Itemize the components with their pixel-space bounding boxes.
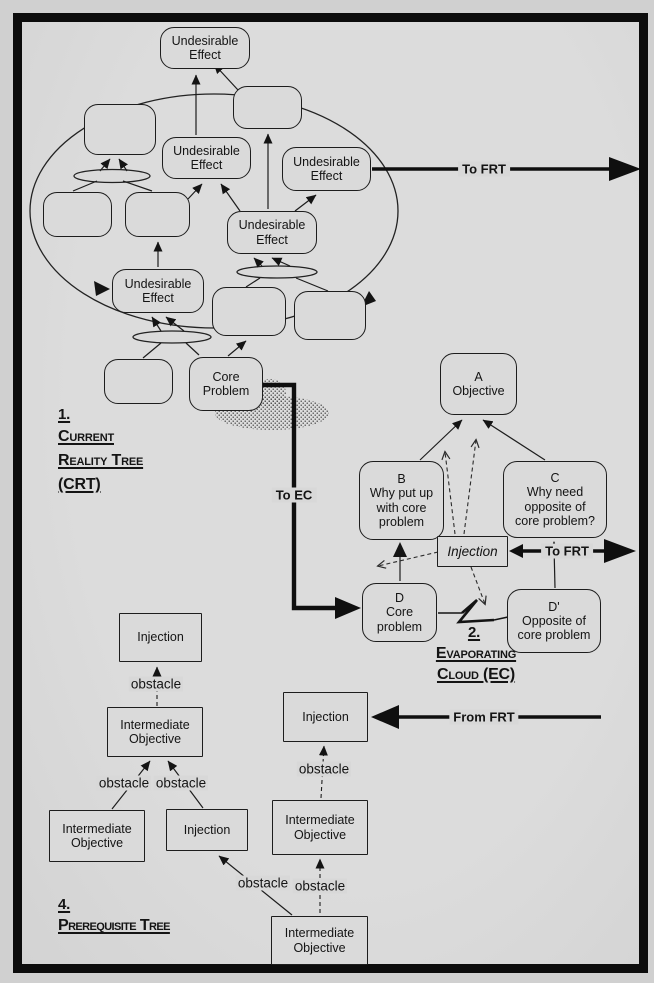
ec-a-objective-box: A Objective: [440, 353, 517, 415]
ec-section-number: 2.: [467, 624, 481, 641]
and-connector-ellipse: [73, 168, 151, 184]
crt-ue-lower-box: Undesirable Effect: [112, 269, 204, 313]
obstacle-label: obstacle: [153, 775, 209, 791]
prt-injection-left-box: Injection: [119, 613, 202, 662]
obstacle-label: obstacle: [96, 775, 152, 791]
crt-blank-box: [233, 86, 302, 129]
to-ec-label: To EC: [271, 487, 317, 503]
ec-c-box: C Why need opposite of core problem?: [503, 461, 607, 538]
prt-injection-center-box: Injection: [166, 809, 248, 851]
obstacle-label: obstacle: [292, 878, 348, 894]
crt-section-title-line3: (CRT): [58, 476, 101, 493]
conflict-zigzag: [438, 599, 509, 624]
crt-loop-arrowhead-left: [94, 281, 110, 296]
crt-section-title-line1: Current: [58, 428, 114, 445]
ec-section-title-line2: Cloud (EC): [436, 666, 516, 683]
obstacle-label: obstacle: [235, 875, 291, 891]
crt-section-number: 1.: [58, 406, 71, 423]
crt-core-problem-box: Core Problem: [189, 357, 263, 411]
crt-arrows: [72, 63, 329, 359]
prt-injection-right-box: Injection: [283, 692, 368, 742]
crt-blank-box: [43, 192, 112, 237]
ec-d-box: D Core problem: [362, 583, 437, 642]
and-connector-ellipse: [132, 330, 212, 344]
prt-intermediate-objective-left-box: Intermediate Objective: [107, 707, 203, 757]
ec-d-to-b-arrowhead: [393, 542, 407, 557]
ec-d-prime-box: D' Opposite of core problem: [507, 589, 601, 653]
to-frt-label-ec: To FRT: [541, 543, 593, 559]
prt-intermediate-objective-bottomleft-box: Intermediate Objective: [49, 810, 145, 862]
crt-ue-right-box: Undesirable Effect: [282, 147, 371, 191]
crt-ue-top-box: Undesirable Effect: [160, 27, 250, 69]
crt-blank-box: [104, 359, 173, 404]
crt-ue-center-box: Undesirable Effect: [227, 211, 317, 254]
crt-section-title-line2: Reality Tree: [58, 452, 144, 469]
crt-blank-box: [212, 287, 286, 336]
crt-blank-box: [294, 291, 366, 340]
and-connector-ellipse: [236, 265, 318, 279]
crt-ue-mid-box: Undesirable Effect: [162, 137, 251, 179]
prt-section-title: Prerequisite Tree: [58, 917, 170, 934]
obstacle-label: obstacle: [128, 676, 184, 692]
to-frt-label-crt: To FRT: [458, 161, 510, 177]
obstacle-label: obstacle: [296, 761, 352, 777]
prt-intermediate-objective-bottom-box: Intermediate Objective: [271, 916, 368, 965]
ec-section-title-line1: Evaporating: [435, 645, 517, 662]
from-frt-label: From FRT: [449, 709, 519, 725]
crt-blank-box: [84, 104, 156, 155]
crt-blank-box: [125, 192, 190, 237]
ec-injection-dashed-arrows: [378, 440, 485, 604]
prt-section-number: 4.: [58, 896, 71, 913]
ec-injection-box: Injection: [437, 536, 508, 567]
prt-intermediate-objective-right-box: Intermediate Objective: [272, 800, 368, 855]
ec-b-box: B Why put up with core problem: [359, 461, 444, 540]
